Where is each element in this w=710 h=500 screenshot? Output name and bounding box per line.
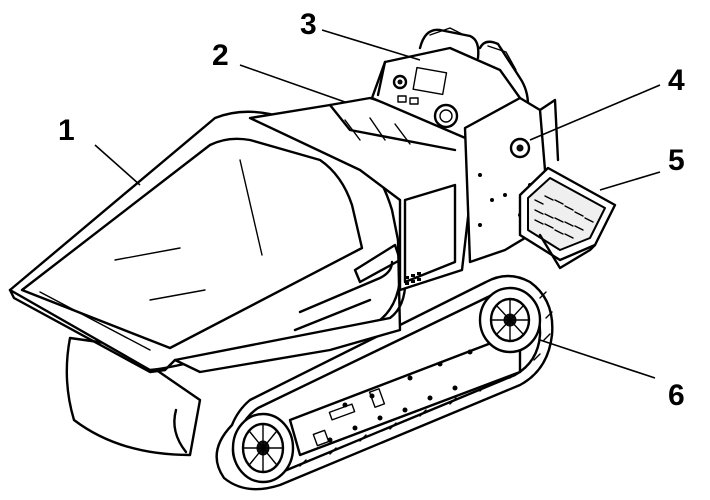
callout-3: 3: [300, 8, 317, 41]
rear-wheel: [478, 286, 542, 354]
track-assembly: [215, 274, 554, 491]
leader-2: [239, 64, 346, 103]
callout-4: 4: [668, 64, 685, 97]
engine-cover: [248, 96, 472, 292]
leader-4: [529, 84, 661, 141]
callout-5: 5: [668, 144, 685, 177]
callout-6: 6: [668, 379, 685, 412]
operator-platform: [518, 166, 617, 270]
callout-1: 1: [58, 114, 75, 147]
callout-labels: 1 2 3 4 5 6: [58, 8, 685, 412]
callout-2: 2: [212, 39, 229, 72]
leader-3: [321, 29, 421, 61]
front-wheel: [231, 412, 295, 484]
callout-leaders: [94, 29, 661, 379]
leader-6: [539, 339, 656, 379]
leader-5: [599, 171, 661, 191]
leader-1: [94, 144, 141, 186]
